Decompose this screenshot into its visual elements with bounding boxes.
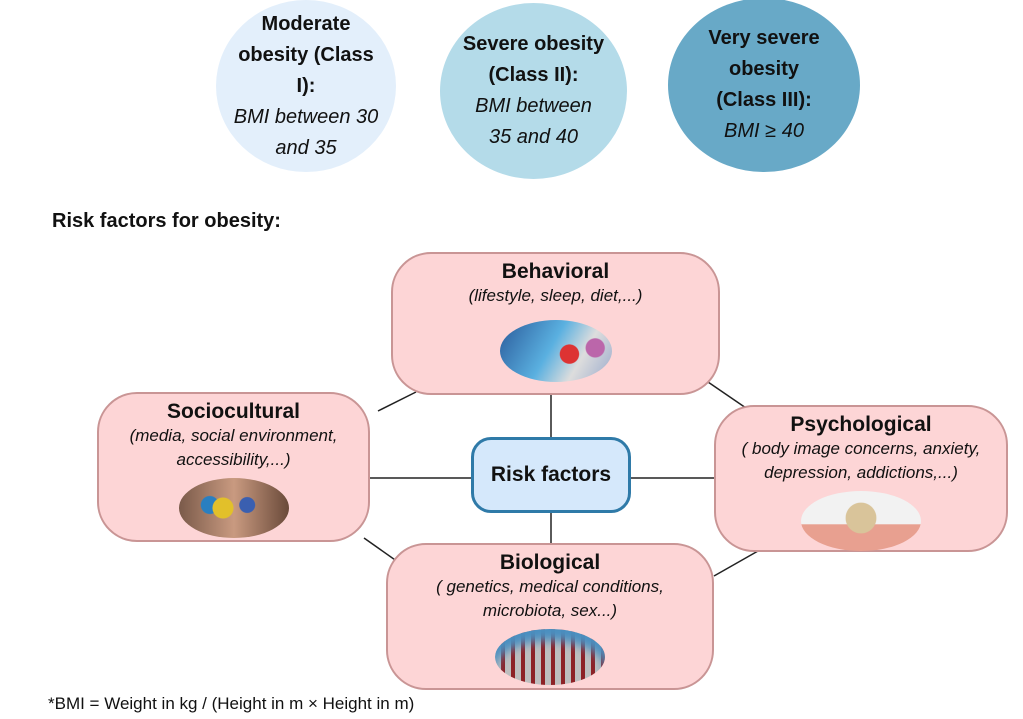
- biological-box: Biological ( genetics, medical condition…: [386, 543, 714, 690]
- blood-samples-image: [495, 629, 605, 685]
- psychological-desc: ( body image concerns, anxiety, depressi…: [741, 439, 981, 482]
- behavioral-title: Behavioral: [501, 260, 610, 283]
- psychological-box: Psychological ( body image concerns, anx…: [714, 405, 1008, 552]
- class-1-title: Moderate obesity (Class I):: [238, 12, 374, 97]
- class-3-title: Very severe obesity (Class III):: [708, 27, 820, 111]
- class-2-title: Severe obesity (Class II):: [462, 33, 605, 86]
- connector: [377, 391, 417, 412]
- class-2-desc: BMI between 35 and 40: [475, 95, 592, 148]
- class-1-desc: BMI between 30 and 35: [233, 105, 379, 159]
- sociocultural-title: Sociocultural: [166, 400, 301, 423]
- connector: [707, 381, 747, 409]
- risk-factors-center-node: Risk factors: [471, 437, 631, 513]
- connector: [363, 537, 399, 563]
- fitness-food-image: [499, 320, 612, 382]
- behavioral-box: Behavioral (lifestyle, sleep, diet,...): [391, 252, 720, 395]
- connector: [713, 550, 759, 577]
- class-1-circle: Moderate obesity (Class I): BMI between …: [216, 0, 396, 172]
- risk-factors-heading: Risk factors for obesity:: [52, 210, 281, 232]
- psychological-title: Psychological: [790, 413, 932, 436]
- class-3-circle: Very severe obesity (Class III): BMI ≥ 4…: [668, 0, 860, 172]
- class-3-desc: BMI ≥ 40: [724, 120, 804, 142]
- stressed-person-image: [801, 491, 921, 551]
- bmi-footnote: *BMI = Weight in kg / (Height in m × Hei…: [48, 694, 415, 713]
- sociocultural-desc: (media, social environment, accessibilit…: [129, 426, 338, 469]
- class-2-circle: Severe obesity (Class II): BMI between 3…: [440, 3, 627, 179]
- behavioral-desc: (lifestyle, sleep, diet,...): [468, 286, 643, 305]
- sociocultural-box: Sociocultural (media, social environment…: [97, 392, 370, 542]
- center-label: Risk factors: [490, 463, 612, 486]
- biological-title: Biological: [499, 551, 601, 574]
- biological-desc: ( genetics, medical conditions, microbio…: [436, 577, 664, 620]
- community-hands-image: [178, 478, 289, 538]
